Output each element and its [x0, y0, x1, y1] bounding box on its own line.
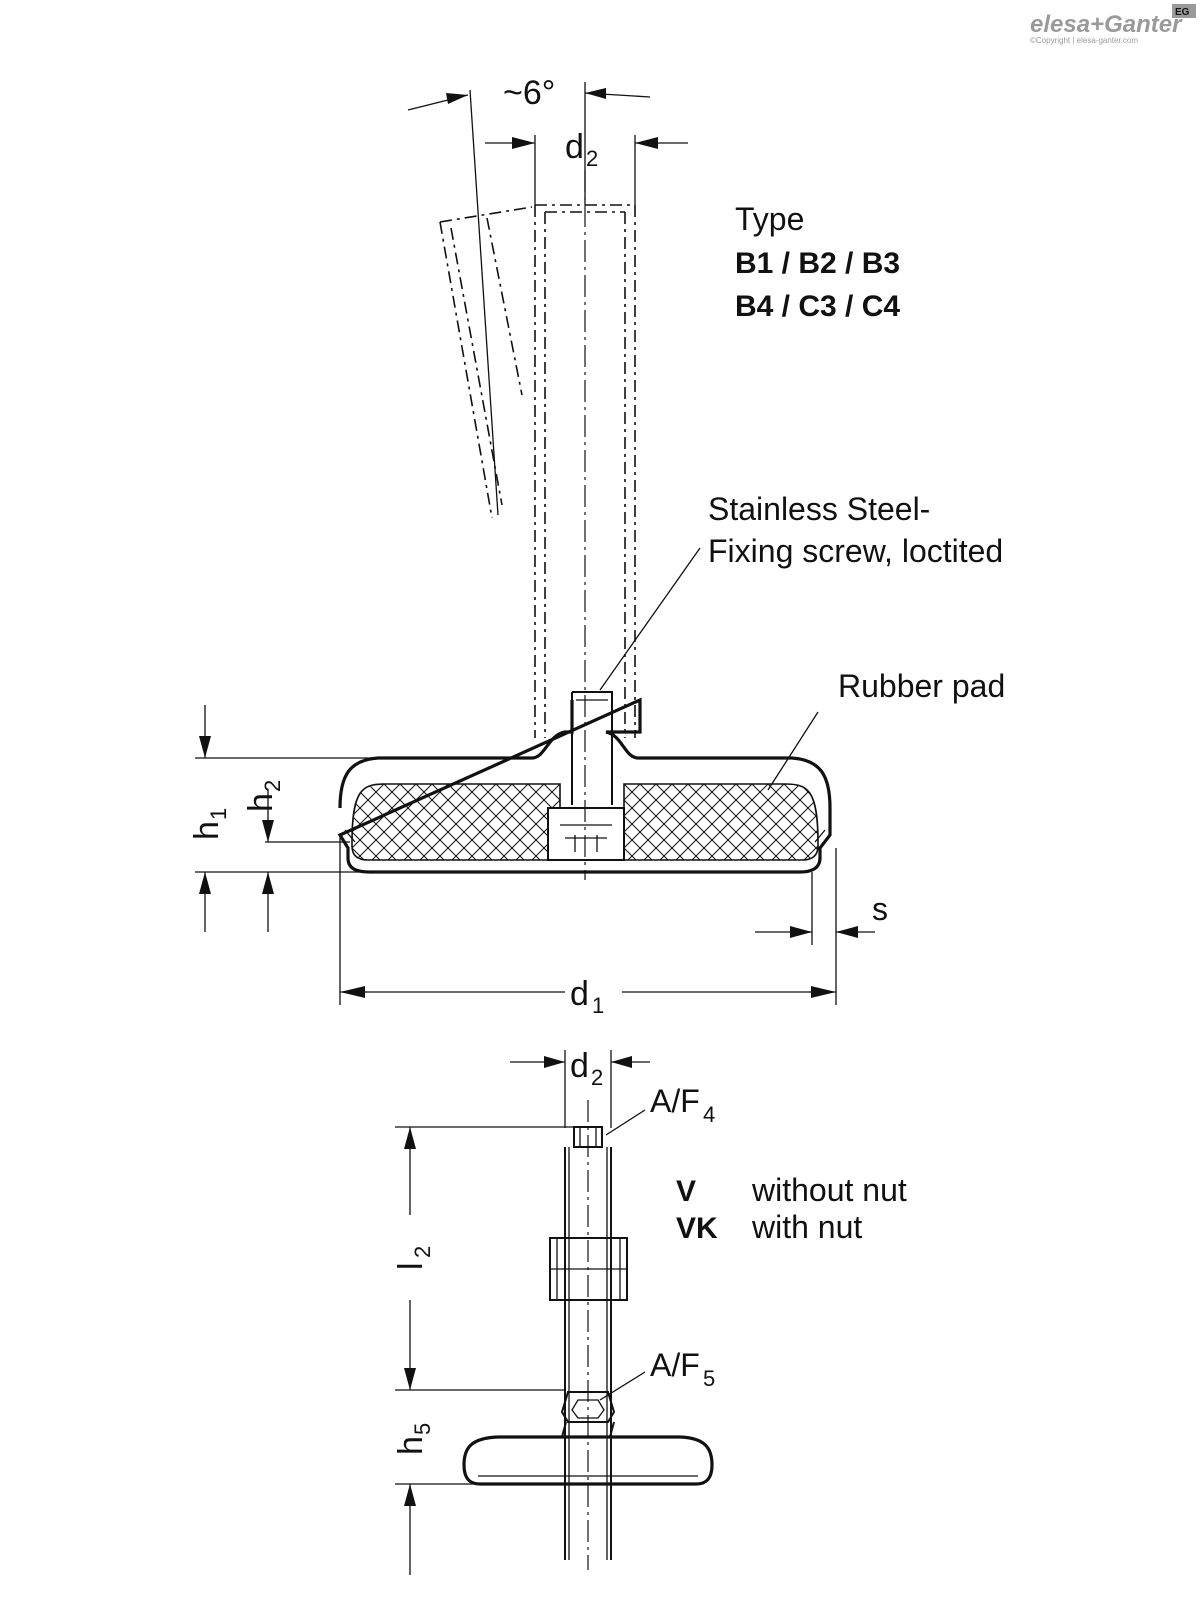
- rubber-pad-left: [351, 783, 561, 861]
- bottom-hex: [560, 1391, 616, 1423]
- brand-logo: elesa+Ganter EG ©Copyright | elesa-gante…: [1030, 4, 1196, 45]
- af5-label: A/F: [650, 1347, 700, 1383]
- rubber-pad-label: Rubber pad: [838, 668, 1005, 704]
- screw-leader: [599, 547, 701, 691]
- brand-mark-box: [1172, 4, 1196, 18]
- brand-copyright: ©Copyright | elesa-ganter.com: [1030, 36, 1138, 45]
- h1-label: h: [188, 821, 226, 840]
- s-dimension: s: [755, 848, 888, 1005]
- d1-dimension: d 1: [339, 835, 836, 1018]
- h2-sub: 2: [260, 780, 285, 792]
- v-code: V: [676, 1175, 696, 1208]
- screw-label-line-1: Stainless Steel-: [708, 491, 930, 527]
- h-dimensions: h 1 h 2: [188, 705, 532, 932]
- d2-top-label: d: [565, 128, 584, 166]
- h5-sub: 5: [410, 1423, 435, 1435]
- top-hex: [573, 1126, 603, 1148]
- l2-sub: 2: [410, 1246, 435, 1258]
- tilted-stud-top: [439, 206, 533, 223]
- base-pad: [462, 1435, 714, 1486]
- h5-label: h: [392, 1436, 430, 1455]
- brand-mark: EG: [1175, 7, 1190, 18]
- h2-label: h: [242, 793, 280, 812]
- tilted-stud-edge-right: [486, 217, 523, 396]
- d2-bottom-dimension: d 2: [510, 1047, 650, 1128]
- d2-top-sub: 2: [586, 146, 598, 171]
- af4-label: A/F: [650, 1083, 700, 1119]
- af5-sub: 5: [703, 1366, 715, 1391]
- fixing-screw-shank: [571, 691, 613, 805]
- v-text: without nut: [751, 1172, 907, 1208]
- type-heading: Type: [735, 201, 804, 237]
- angle-label: ~6°: [503, 74, 555, 112]
- af-callouts: A/F 4 A/F 5: [599, 1083, 715, 1401]
- d2-bottom-label: d: [570, 1047, 589, 1085]
- lock-nut: [549, 1237, 628, 1301]
- l2-h5-dimensions: l 2 h 5: [392, 1126, 574, 1575]
- d2-top-dimension: d 2: [485, 128, 688, 205]
- tilted-stud-edge-left: [439, 221, 493, 519]
- angle-dimension: ~6°: [407, 74, 651, 205]
- h1-sub: 1: [206, 808, 231, 820]
- variant-legend: V without nut VK with nut: [676, 1172, 907, 1245]
- rubber-pad-right: [623, 783, 819, 861]
- base-body: [337, 691, 832, 874]
- s-label: s: [872, 891, 888, 927]
- tilted-stud-ghost: [439, 89, 533, 519]
- d1-sub: 1: [592, 993, 604, 1018]
- type-line-2: B4 / C3 / C4: [735, 290, 900, 323]
- fixing-screw-head: [547, 807, 625, 861]
- tilted-axis: [469, 89, 499, 516]
- type-line-1: B1 / B2 / B3: [735, 247, 900, 280]
- l2-label: l: [392, 1262, 430, 1270]
- vk-code: VK: [676, 1212, 718, 1245]
- type-block: Type B1 / B2 / B3 B4 / C3 / C4: [735, 201, 900, 323]
- vk-text: with nut: [751, 1209, 862, 1245]
- d2-bottom-sub: 2: [591, 1065, 603, 1090]
- leveling-foot-side-view: [462, 1100, 714, 1570]
- screw-label-line-2: Fixing screw, loctited: [708, 533, 1003, 569]
- threaded-stud: [534, 170, 636, 880]
- af4-sub: 4: [703, 1102, 715, 1127]
- tilted-stud-edge-left-inner: [450, 227, 503, 506]
- screw-callout: Stainless Steel- Fixing screw, loctited: [599, 491, 1003, 691]
- rubber-pad-leader: [767, 711, 819, 791]
- brand-name: elesa+Ganter: [1030, 11, 1183, 38]
- d1-label: d: [570, 975, 589, 1013]
- rubber-pad-callout: Rubber pad: [767, 668, 1005, 791]
